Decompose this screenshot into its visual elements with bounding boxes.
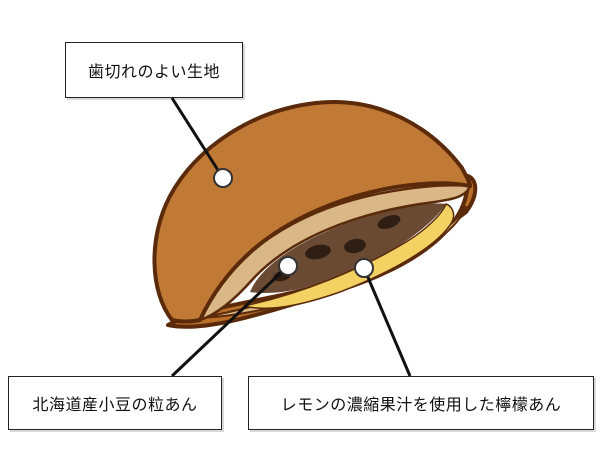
red-bean [305,244,331,260]
label-red-bean-paste-text: 北海道産小豆の粒あん [32,395,198,414]
callout-marker-beans [278,256,298,276]
leader-line-lemon [362,267,412,377]
label-lemon-paste-text: レモンの濃縮果汁を使用した檸檬あん [280,395,562,414]
label-dough: 歯切れのよい生地 [65,42,243,98]
leader-line-beans [170,264,290,378]
leader-line-dough [170,97,225,179]
label-lemon-paste: レモンの濃縮果汁を使用した檸檬あん [248,376,594,430]
label-red-bean-paste: 北海道産小豆の粒あん [8,376,222,430]
dorayaki-upper-crust [152,100,472,324]
callout-marker-dough [213,168,233,188]
red-bean [377,215,401,229]
label-dough-text: 歯切れのよい生地 [87,62,220,81]
callout-marker-lemon [354,258,374,278]
red-bean [344,238,366,254]
